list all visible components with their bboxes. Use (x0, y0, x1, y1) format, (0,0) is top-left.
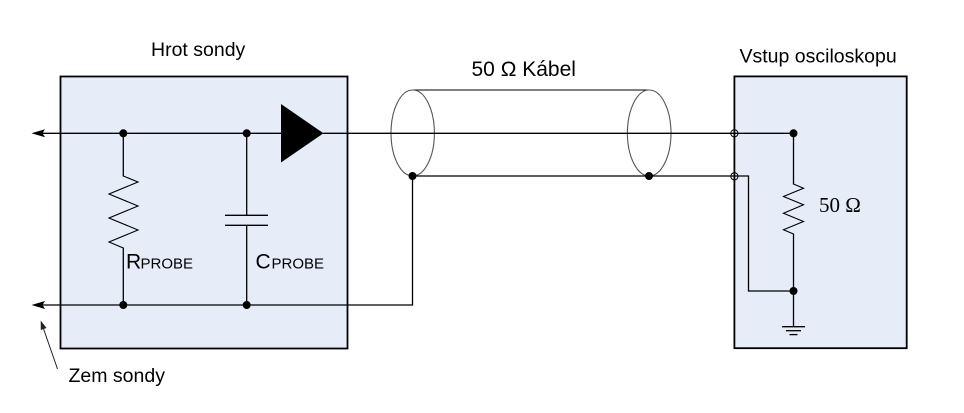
probe-ground-arrow-icon (31, 301, 45, 309)
probe-capacitor-subscript: PROBE (272, 256, 325, 273)
probe-capacitor-icon (225, 133, 268, 305)
junction-node (645, 172, 653, 180)
probe-resistor-icon (107, 133, 140, 305)
termination-resistor-icon (782, 133, 805, 291)
probe-ground-label: Zem sondy (69, 365, 166, 387)
junction-node (242, 129, 251, 138)
junction-node (119, 129, 128, 138)
termination-resistor-label: 50 Ω (819, 193, 861, 217)
junction-node (408, 172, 417, 180)
termination-resistor-zigzag (782, 183, 805, 235)
cable-shield-wire (412, 175, 794, 292)
probe-signal-path (31, 104, 324, 163)
scope-signal-terminal-icon (730, 129, 739, 138)
ground-icon (782, 291, 805, 336)
probe-tip-block (59, 75, 349, 350)
probe-resistor-symbol: R (126, 251, 141, 274)
arrow-up-left-icon (40, 320, 47, 330)
probe-ground-wire (40, 176, 414, 306)
probe-ground-path (31, 176, 414, 309)
probe-capacitor-label: CPROBE (256, 251, 325, 274)
scope-input-block (733, 75, 908, 350)
scope-shield-terminal-icon (730, 172, 739, 181)
junction-node (119, 301, 128, 309)
buffer-amplifier-icon (281, 104, 324, 163)
probe-capacitor-symbol: C (256, 251, 271, 274)
scope-input-title: Vstup osciloskopu (740, 46, 897, 68)
probe-tip-arrow-icon (31, 129, 45, 138)
junction-node (242, 301, 251, 309)
cable-label: 50 Ω Kábel (472, 58, 576, 81)
probe-resistor-label: RPROBE (126, 251, 193, 274)
junction-node (789, 129, 798, 138)
probe-tip-title: Hrot sondy (151, 39, 246, 61)
probe-ground-callout: Zem sondy (40, 320, 166, 387)
junction-node (789, 287, 798, 295)
probe-ground-pointer-line (43, 328, 58, 370)
probe-resistor-subscript: PROBE (141, 256, 194, 273)
probe-resistor-zigzag (107, 175, 140, 249)
junction-nodes (119, 129, 798, 309)
